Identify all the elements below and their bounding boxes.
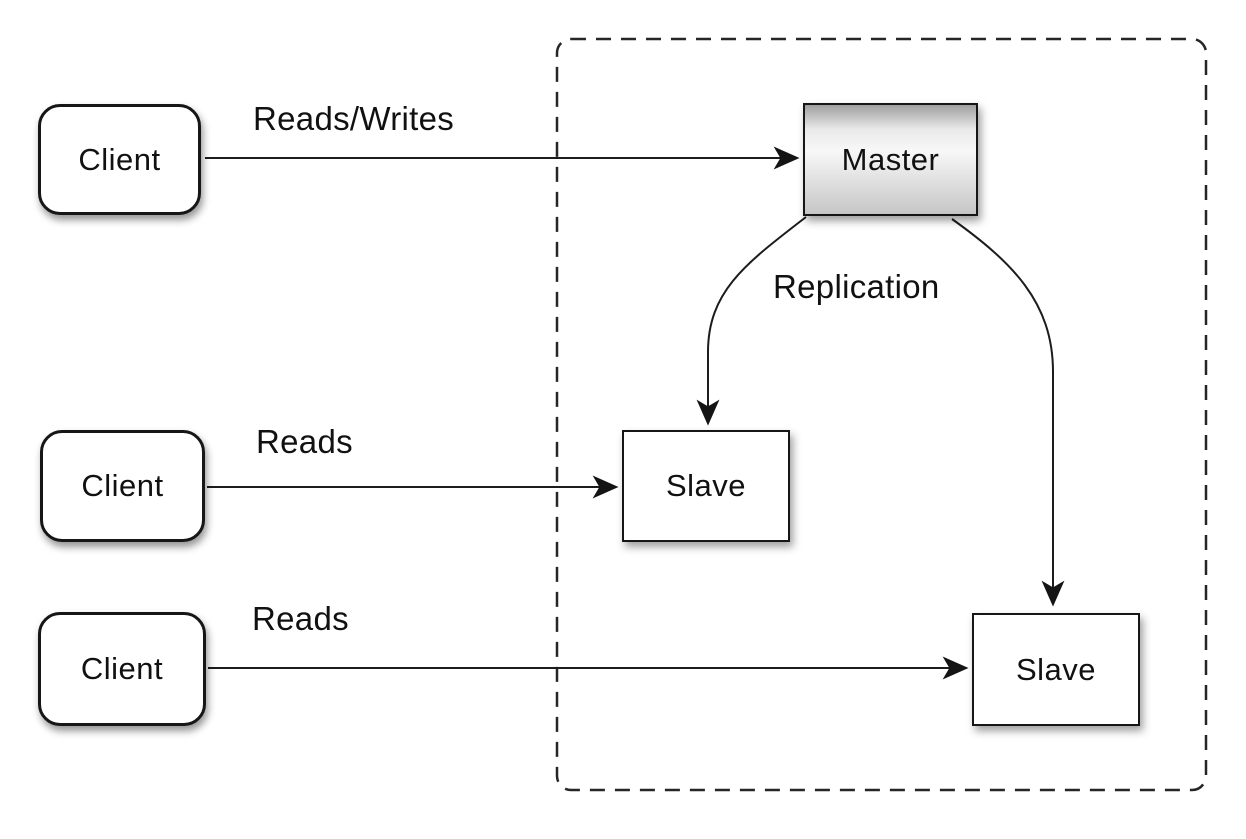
replication-edge-label: Replication bbox=[773, 268, 940, 305]
master-node: Master bbox=[803, 103, 978, 216]
reads-writes-edge-label: Reads/Writes bbox=[253, 100, 455, 137]
client-node-1-label: Client bbox=[78, 141, 161, 177]
replication-boundary-box bbox=[555, 37, 1208, 792]
client-node-2: Client bbox=[40, 430, 205, 542]
client-node-1: Client bbox=[38, 104, 201, 215]
reads-edge-label-2: Reads bbox=[252, 600, 349, 637]
reads-edge-label-1: Reads bbox=[256, 423, 353, 460]
replication-arrow-left bbox=[696, 216, 807, 426]
master-node-label: Master bbox=[841, 141, 940, 177]
slave-node-1: Slave bbox=[622, 430, 790, 542]
slave-node-2: Slave bbox=[972, 613, 1140, 726]
client-node-3: Client bbox=[38, 612, 206, 726]
replication-arrow-right bbox=[951, 218, 1065, 607]
slave-node-2-label: Slave bbox=[1015, 651, 1097, 687]
slave-node-1-label: Slave bbox=[665, 468, 747, 503]
client-node-2-label: Client bbox=[81, 468, 164, 503]
client-node-3-label: Client bbox=[80, 651, 164, 686]
